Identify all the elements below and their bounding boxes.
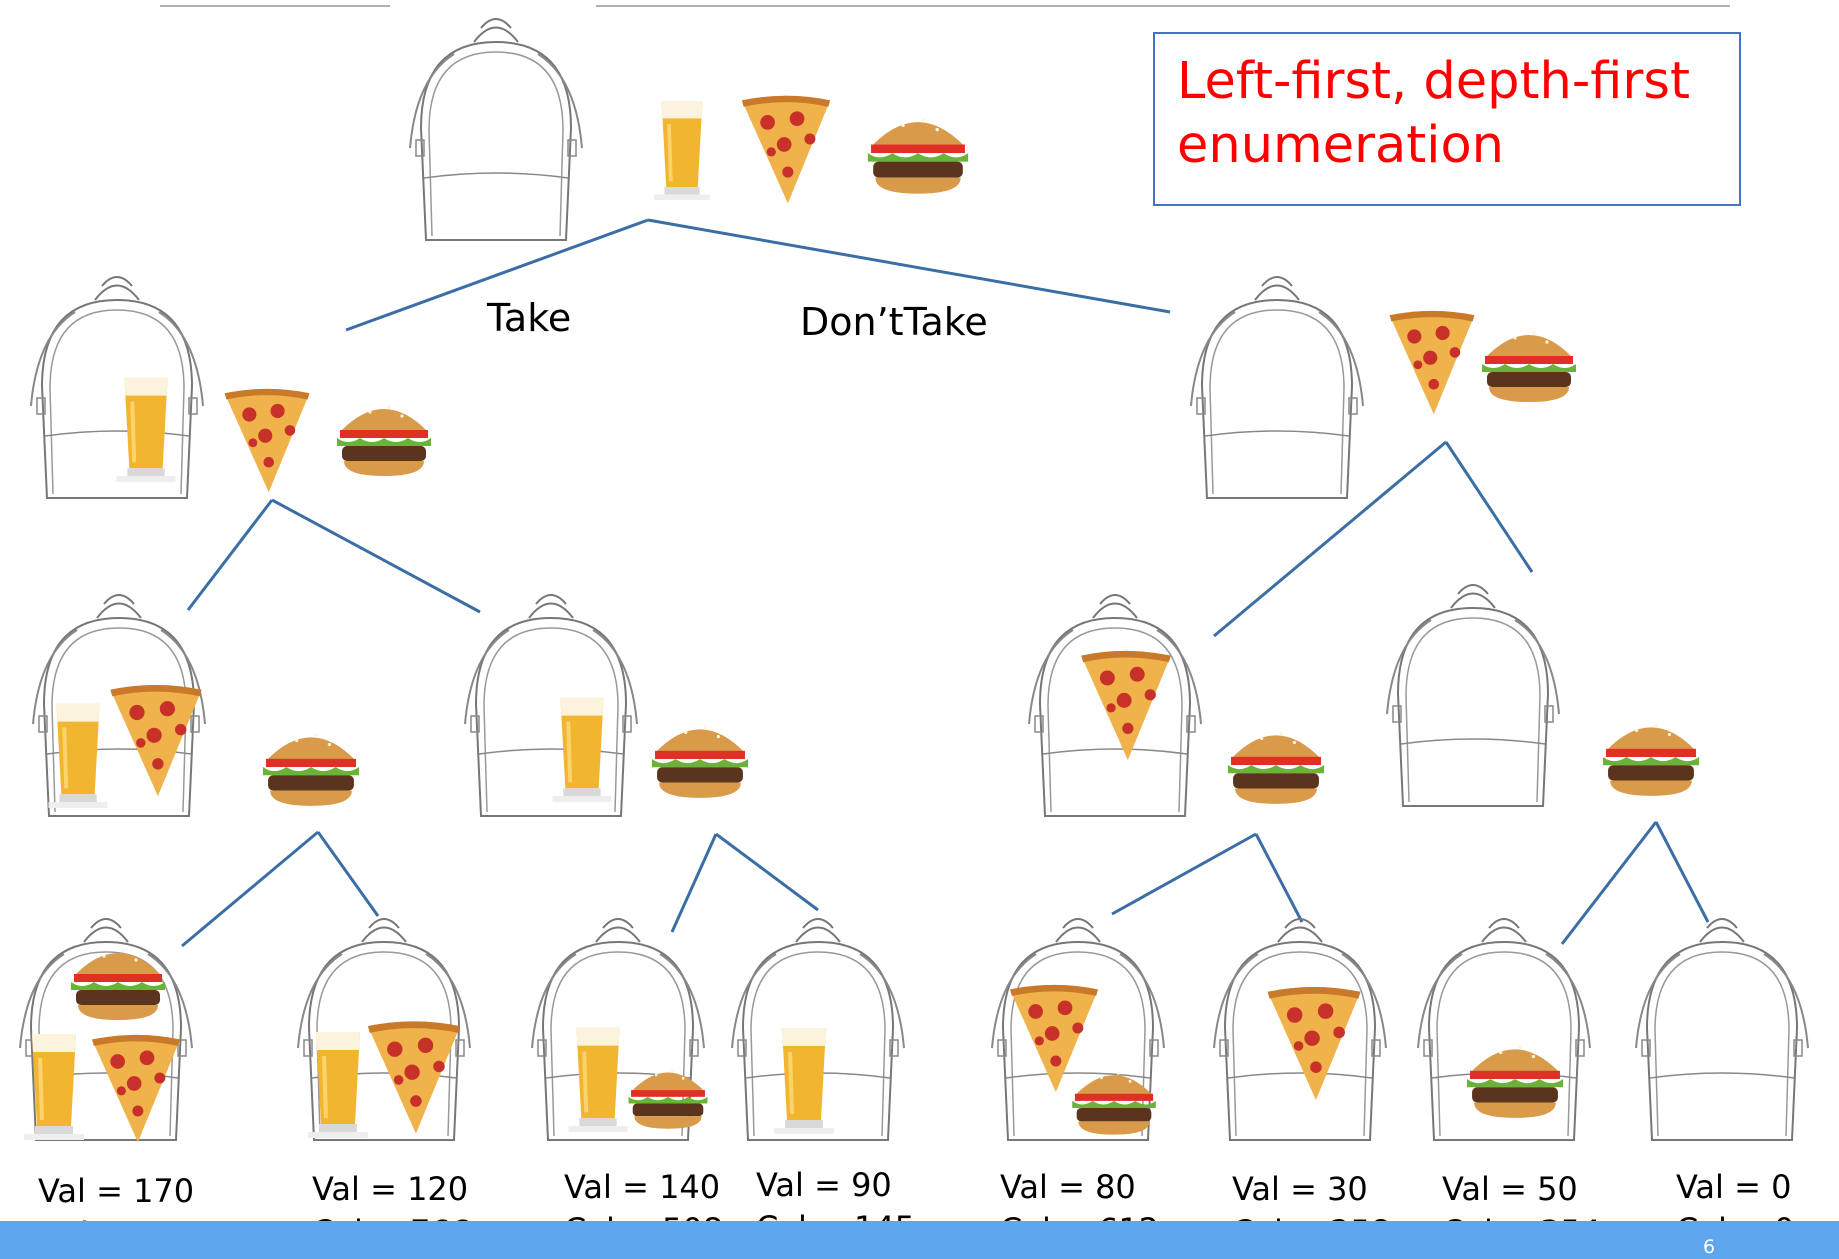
footer-bar — [0, 1221, 1839, 1259]
beer-icon — [654, 102, 710, 200]
leaf-value: Val = 50 — [1442, 1170, 1578, 1208]
leaf-value: Val = 140 — [564, 1168, 721, 1206]
leaf-value: Val = 0 — [1676, 1168, 1792, 1206]
backpack-icon — [1634, 917, 1810, 1142]
pizza-icon — [224, 388, 310, 493]
pizza-icon — [1389, 310, 1475, 415]
burger-icon — [651, 725, 749, 798]
backpack-icon — [408, 17, 584, 242]
backpack-icon — [29, 275, 205, 500]
title-box: Left-first, depth-first enumeration — [1153, 32, 1741, 206]
node-root — [408, 17, 969, 242]
burger-icon — [262, 733, 360, 806]
leaf-7 — [1416, 917, 1592, 1142]
node-skip-beer — [1189, 275, 1576, 500]
leaf-value: Val = 170 — [38, 1172, 195, 1210]
leaf-value: Val = 120 — [312, 1170, 469, 1208]
burger-icon — [1602, 723, 1700, 796]
title-line-2: enumeration — [1177, 116, 1504, 175]
edge-label-dont-take: Don’tTake — [800, 300, 988, 344]
edge-label-take: Take — [487, 296, 572, 340]
leaf-5 — [990, 917, 1166, 1142]
leaf-8 — [1634, 917, 1810, 1142]
backpack-icon — [463, 593, 639, 818]
node-take-beer — [29, 275, 431, 500]
leaf-4 — [730, 917, 906, 1142]
node-pizza-only — [1027, 593, 1325, 818]
leaf-value: Val = 30 — [1232, 1170, 1368, 1208]
leaf-6 — [1212, 917, 1388, 1142]
node-beer-no-pizza — [463, 593, 749, 818]
node-nothing-yet — [1385, 583, 1700, 808]
node-beer-pizza — [31, 593, 360, 818]
leaf-value: Val = 90 — [756, 1166, 892, 1204]
leaf-value: Val = 80 — [1000, 1168, 1136, 1206]
leaf-3 — [530, 917, 708, 1142]
burger-icon — [1227, 731, 1325, 804]
slide-number: 6 — [1703, 1236, 1716, 1258]
burger-icon — [867, 118, 969, 194]
pizza-icon — [741, 95, 831, 204]
leaf-2 — [296, 917, 472, 1142]
backpack-icon — [1385, 583, 1561, 808]
leaf-1 — [18, 917, 194, 1143]
title-line-1: Left-first, depth-first — [1177, 52, 1690, 111]
backpack-icon — [1189, 275, 1365, 500]
tree-edges — [181, 218, 1710, 948]
burger-icon — [337, 405, 431, 476]
burger-icon — [1482, 331, 1576, 402]
